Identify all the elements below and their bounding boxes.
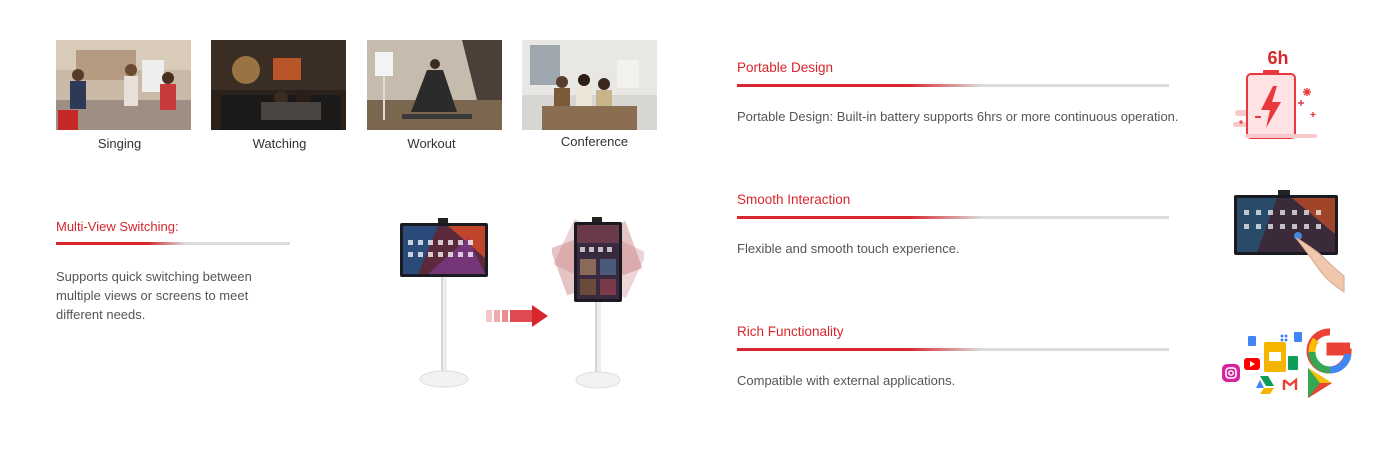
portrait-stand-display-image xyxy=(550,215,647,391)
feature-title-rich-functionality: Rich Functionality xyxy=(737,324,844,339)
switch-arrow-icon xyxy=(486,305,550,327)
multi-view-description: Supports quick switching between multipl… xyxy=(56,267,296,324)
google-icon xyxy=(1306,328,1352,374)
multi-view-title: Multi-View Switching: xyxy=(56,219,179,234)
feature-divider xyxy=(737,216,1169,219)
feature-title-portable-design: Portable Design xyxy=(737,60,834,75)
scene-image-workout xyxy=(367,40,502,130)
scene-label-workout: Workout xyxy=(407,136,456,151)
feature-divider xyxy=(737,348,1169,351)
app-icons-cluster xyxy=(1220,328,1352,400)
scene-image-conference xyxy=(522,40,657,130)
scene-label-conference: Conference xyxy=(560,134,629,149)
scene-image-watching xyxy=(211,40,346,130)
scene-label-singing: Singing xyxy=(97,136,142,151)
multi-view-description-line: different needs. xyxy=(56,307,146,322)
feature-title-smooth-interaction: Smooth Interaction xyxy=(737,192,851,207)
landscape-stand-display-image xyxy=(398,218,490,390)
feature-desc-rich-functionality: Compatible with external applications. xyxy=(737,373,956,388)
multi-view-divider xyxy=(56,242,290,245)
feature-divider xyxy=(737,84,1169,87)
feature-desc-smooth-interaction: Flexible and smooth touch experience. xyxy=(737,241,960,256)
touch-display-icon xyxy=(1232,190,1346,296)
battery-icon: 6h xyxy=(1233,48,1323,142)
scene-label-watching: Watching xyxy=(252,136,307,151)
feature-desc-portable-design: Portable Design: Built-in battery suppor… xyxy=(737,109,1179,124)
multi-view-description-line: multiple views or screens to meet xyxy=(56,288,249,303)
multi-view-description-line: Supports quick switching between xyxy=(56,269,252,284)
scene-image-singing xyxy=(56,40,191,130)
battery-hours-label: 6h xyxy=(1267,48,1289,68)
